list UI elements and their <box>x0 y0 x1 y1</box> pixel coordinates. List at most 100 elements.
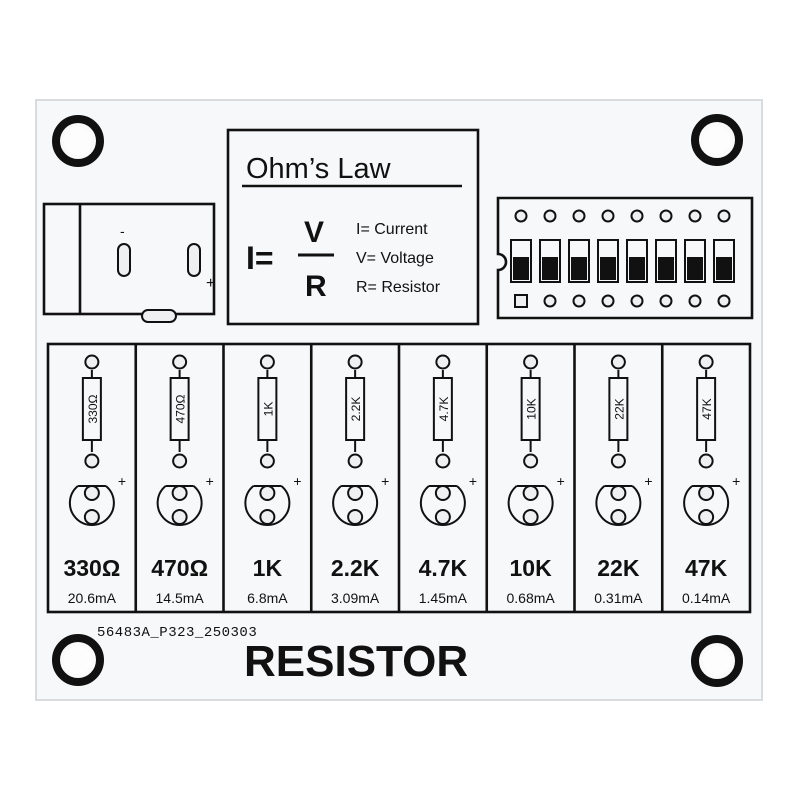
mounting-hole-top-left <box>52 115 104 167</box>
resistor-pad-bottom <box>347 453 363 469</box>
resistor-current-label: 14.5mA <box>156 590 205 606</box>
led-footprint <box>595 485 642 526</box>
power-pad-bottom <box>141 309 177 323</box>
resistor-current-label: 1.45mA <box>419 590 468 606</box>
dip-toggle <box>626 239 648 283</box>
resistor-value-label: 4.7K <box>419 555 468 581</box>
dip-pad-bottom <box>601 294 615 308</box>
legend-resistor: R= Resistor <box>356 279 441 296</box>
resistor-column: 4.7K +4.7K 1.45mA <box>419 354 477 606</box>
resistor-pad-top <box>84 354 100 370</box>
power-pad-minus <box>117 243 131 277</box>
resistor-value-label: 470Ω <box>151 555 208 581</box>
dip-pad-bottom-square <box>514 294 528 308</box>
resistor-pad-bottom <box>698 453 714 469</box>
dip-pad-bottom <box>543 294 557 308</box>
dip-pad-bottom <box>659 294 673 308</box>
resistor-current-label: 0.31mA <box>594 590 643 606</box>
resistor-pad-top <box>610 354 626 370</box>
dip-pad-top <box>601 209 615 223</box>
led-plus-label: + <box>293 473 301 489</box>
dip-toggle <box>510 239 532 283</box>
resistor-value-label: 1K <box>253 555 283 581</box>
resistor-value-label: 47K <box>685 555 728 581</box>
legend-voltage: V= Voltage <box>356 250 434 267</box>
resistor-pad-bottom <box>84 453 100 469</box>
mounting-hole-top-right <box>691 114 743 166</box>
dip-toggle <box>684 239 706 283</box>
part-number: 56483A_P323_250303 <box>97 625 257 641</box>
resistor-pad-top <box>523 354 539 370</box>
resistor-value-label: 10K <box>510 555 553 581</box>
led-plus-label: + <box>557 473 565 489</box>
ohms-law-title: Ohm’s Law <box>246 153 392 185</box>
led-footprint <box>683 485 730 526</box>
resistor-column: 1K +1K 6.8mA <box>244 354 302 606</box>
dip-pad-bottom <box>630 294 644 308</box>
led-footprint <box>332 485 379 526</box>
dip-pad-top <box>543 209 557 223</box>
dip-toggle <box>539 239 561 283</box>
resistor-body-label: 4.7K <box>437 397 451 422</box>
resistor-value-label: 22K <box>597 555 640 581</box>
led-footprint <box>244 485 291 526</box>
led-footprint <box>68 485 115 526</box>
resistor-body-label: 470Ω <box>174 394 188 423</box>
resistor-pad-bottom <box>172 453 188 469</box>
dip-pad-top <box>514 209 528 223</box>
formula-lhs: I= <box>246 240 274 276</box>
resistor-body-label: 47K <box>700 398 714 419</box>
resistor-current-label: 20.6mA <box>68 590 117 606</box>
led-plus-label: + <box>644 473 652 489</box>
resistor-current-label: 3.09mA <box>331 590 380 606</box>
dip-pad-top <box>717 209 731 223</box>
mounting-hole-bottom-left <box>52 634 104 686</box>
led-plus-label: + <box>206 473 214 489</box>
ohms-law-box: Ohm’s Law I= V R I= Current V= Voltage R… <box>226 128 480 326</box>
resistor-pad-top <box>259 354 275 370</box>
power-connector: + - <box>42 202 215 323</box>
resistor-pad-bottom <box>610 453 626 469</box>
dip-toggle <box>655 239 677 283</box>
resistor-column: 47K +47K 0.14mA <box>682 354 740 606</box>
resistor-pad-bottom <box>435 453 451 469</box>
resistor-current-label: 0.68mA <box>507 590 556 606</box>
dip-toggle <box>597 239 619 283</box>
resistor-body-label: 2.2K <box>349 397 363 422</box>
dip-pad-bottom <box>717 294 731 308</box>
resistor-pad-top <box>698 354 714 370</box>
formula-numerator: V <box>304 216 324 249</box>
dip-pad-bottom <box>688 294 702 308</box>
dip-toggle <box>568 239 590 283</box>
dip-switch <box>496 196 754 320</box>
power-minus-label: - <box>120 223 125 239</box>
resistor-pad-top <box>435 354 451 370</box>
led-plus-label: + <box>381 473 389 489</box>
led-plus-label: + <box>469 473 477 489</box>
formula-denominator: R <box>305 270 327 303</box>
resistor-body-label: 1K <box>261 402 275 417</box>
led-plus-label: + <box>732 473 740 489</box>
resistor-column: 2.2K+2.2K3.09mA <box>331 354 389 606</box>
resistor-pad-bottom <box>259 453 275 469</box>
dip-pad-top <box>688 209 702 223</box>
dip-pad-top <box>572 209 586 223</box>
resistor-pad-top <box>172 354 188 370</box>
dip-pad-bottom <box>572 294 586 308</box>
resistor-body-label: 330Ω <box>86 394 100 423</box>
led-plus-label: + <box>118 473 126 489</box>
led-footprint <box>156 485 203 526</box>
dip-toggle <box>713 239 735 283</box>
resistor-pad-top <box>347 354 363 370</box>
resistor-current-label: 6.8mA <box>247 590 288 606</box>
dip-pad-top <box>659 209 673 223</box>
dip-pad-top <box>630 209 644 223</box>
resistor-current-label: 0.14mA <box>682 590 731 606</box>
led-footprint <box>507 485 554 526</box>
led-footprint <box>419 485 466 526</box>
resistor-columns: 330Ω+330Ω20.6mA470Ω+470Ω14.5mA1K+1K6.8mA… <box>46 342 752 614</box>
